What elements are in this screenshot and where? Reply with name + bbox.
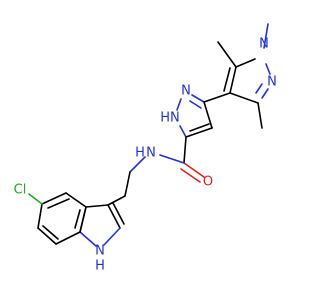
bond (65, 192, 87, 208)
bond (55, 231, 81, 245)
bond (176, 98, 182, 111)
bond (37, 227, 57, 245)
carbonyl-bond (183, 162, 205, 178)
atom-label-pyrazole-nh: HN (160, 111, 180, 126)
bond (189, 100, 202, 109)
bond (191, 94, 205, 103)
atom-label-indole-h: H (95, 259, 105, 274)
bond (203, 92, 231, 103)
bond (261, 88, 269, 99)
bond (112, 202, 125, 225)
bond (124, 171, 131, 197)
trimethyl-pyrazole-ring (217, 23, 271, 129)
bond (183, 136, 187, 164)
bond (179, 125, 187, 138)
atom-label-n1-methyl: N (259, 37, 269, 52)
bond (107, 204, 121, 229)
bond (42, 225, 59, 240)
bond (229, 92, 259, 104)
bond (79, 231, 97, 247)
ethyl-chain (107, 171, 131, 206)
bond (229, 66, 237, 94)
atom-label-n2: N (267, 75, 277, 90)
bond (265, 63, 271, 75)
atom-label-carbonyl-o: O (203, 175, 213, 190)
bond (185, 127, 213, 138)
chloro-bond (28, 193, 43, 205)
atom-label-indole-n: N (95, 244, 105, 259)
atom-label-amide-h: H (135, 146, 145, 161)
bond (107, 195, 126, 206)
bond (74, 209, 81, 229)
bond (203, 101, 213, 129)
methyl-bond (257, 102, 263, 129)
bond (47, 198, 70, 209)
bond (85, 204, 109, 208)
methyl-bond (217, 41, 237, 68)
molecule-structure: N N N HN N H O Cl N H (14, 23, 277, 274)
bond (189, 123, 210, 132)
indole-ring (28, 192, 125, 247)
amide-group (129, 136, 205, 183)
bond (129, 156, 146, 173)
bond (41, 192, 67, 205)
pyrazole-ring (176, 92, 231, 138)
bond (255, 83, 263, 94)
carbonyl-bond (180, 168, 201, 183)
bond (103, 227, 121, 246)
bond (79, 206, 87, 233)
bond (159, 154, 185, 164)
bond (37, 203, 43, 229)
molecule-canvas: N N N HN N H O Cl N H (14, 23, 277, 274)
bond (235, 58, 256, 68)
atom-label-pyrazole-n: N (181, 84, 191, 99)
atom-label-amide-n: N (146, 146, 156, 161)
bond (223, 67, 231, 92)
atom-label-chlorine: Cl (14, 183, 27, 198)
methyl-bond (263, 23, 269, 49)
